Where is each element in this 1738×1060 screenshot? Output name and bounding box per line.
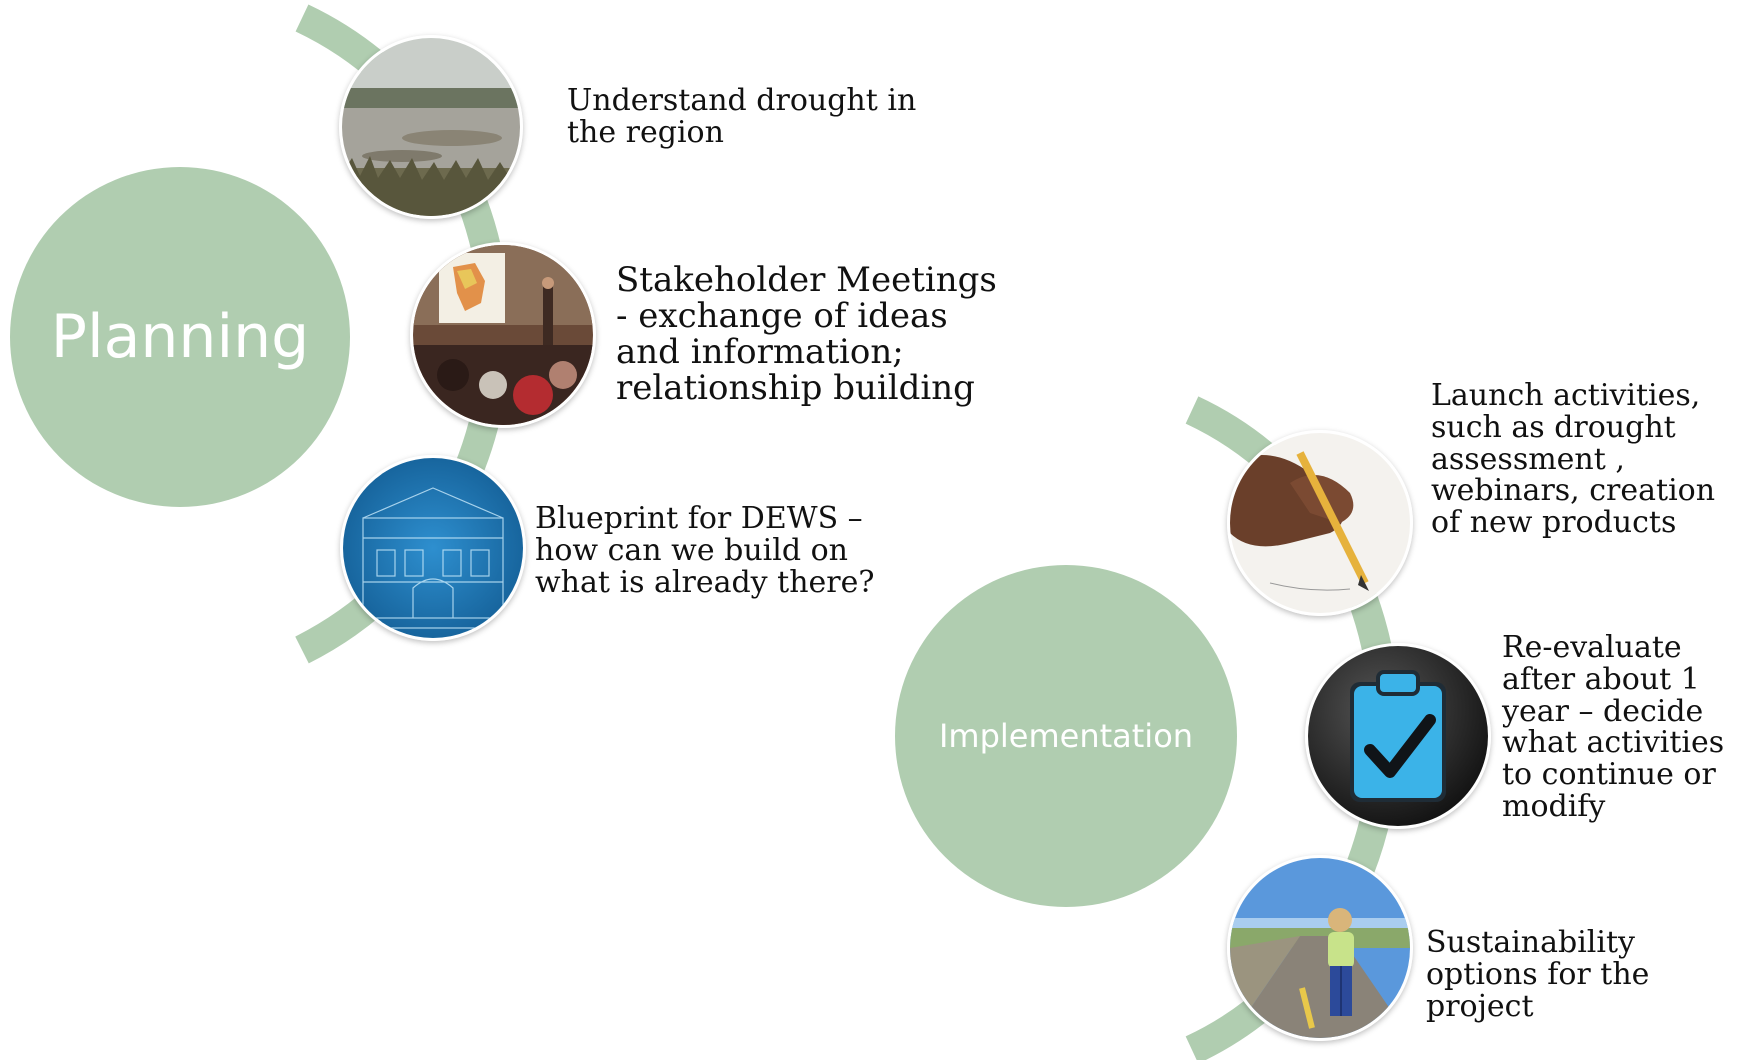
planning-circle: Planning: [10, 167, 350, 507]
implementation-step-3-text: Sustainability options for the project: [1426, 925, 1650, 1024]
planning-step-1-text: Understand drought in the region: [567, 83, 917, 150]
blueprint-icon: [340, 455, 526, 641]
implementation-title: Implementation: [938, 717, 1194, 755]
clipboard-check-icon: [1305, 643, 1491, 829]
implementation-step-2-text: Re-evaluate after about 1 year – decide …: [1502, 630, 1725, 824]
planning-step-3-text: Blueprint for DEWS – how can we build on…: [535, 501, 875, 600]
child-on-road-icon: [1227, 855, 1413, 1041]
implementation-circle: Implementation: [895, 565, 1237, 907]
planning-title: Planning: [50, 302, 310, 372]
hand-writing-icon: [1227, 430, 1413, 616]
planning-step-2-text: Stakeholder Meetings - exchange of ideas…: [616, 260, 997, 409]
stakeholder-meeting-icon: [410, 242, 596, 428]
implementation-step-1-text: Launch activities, such as drought asses…: [1431, 378, 1716, 541]
marsh-landscape-icon: [339, 35, 523, 219]
